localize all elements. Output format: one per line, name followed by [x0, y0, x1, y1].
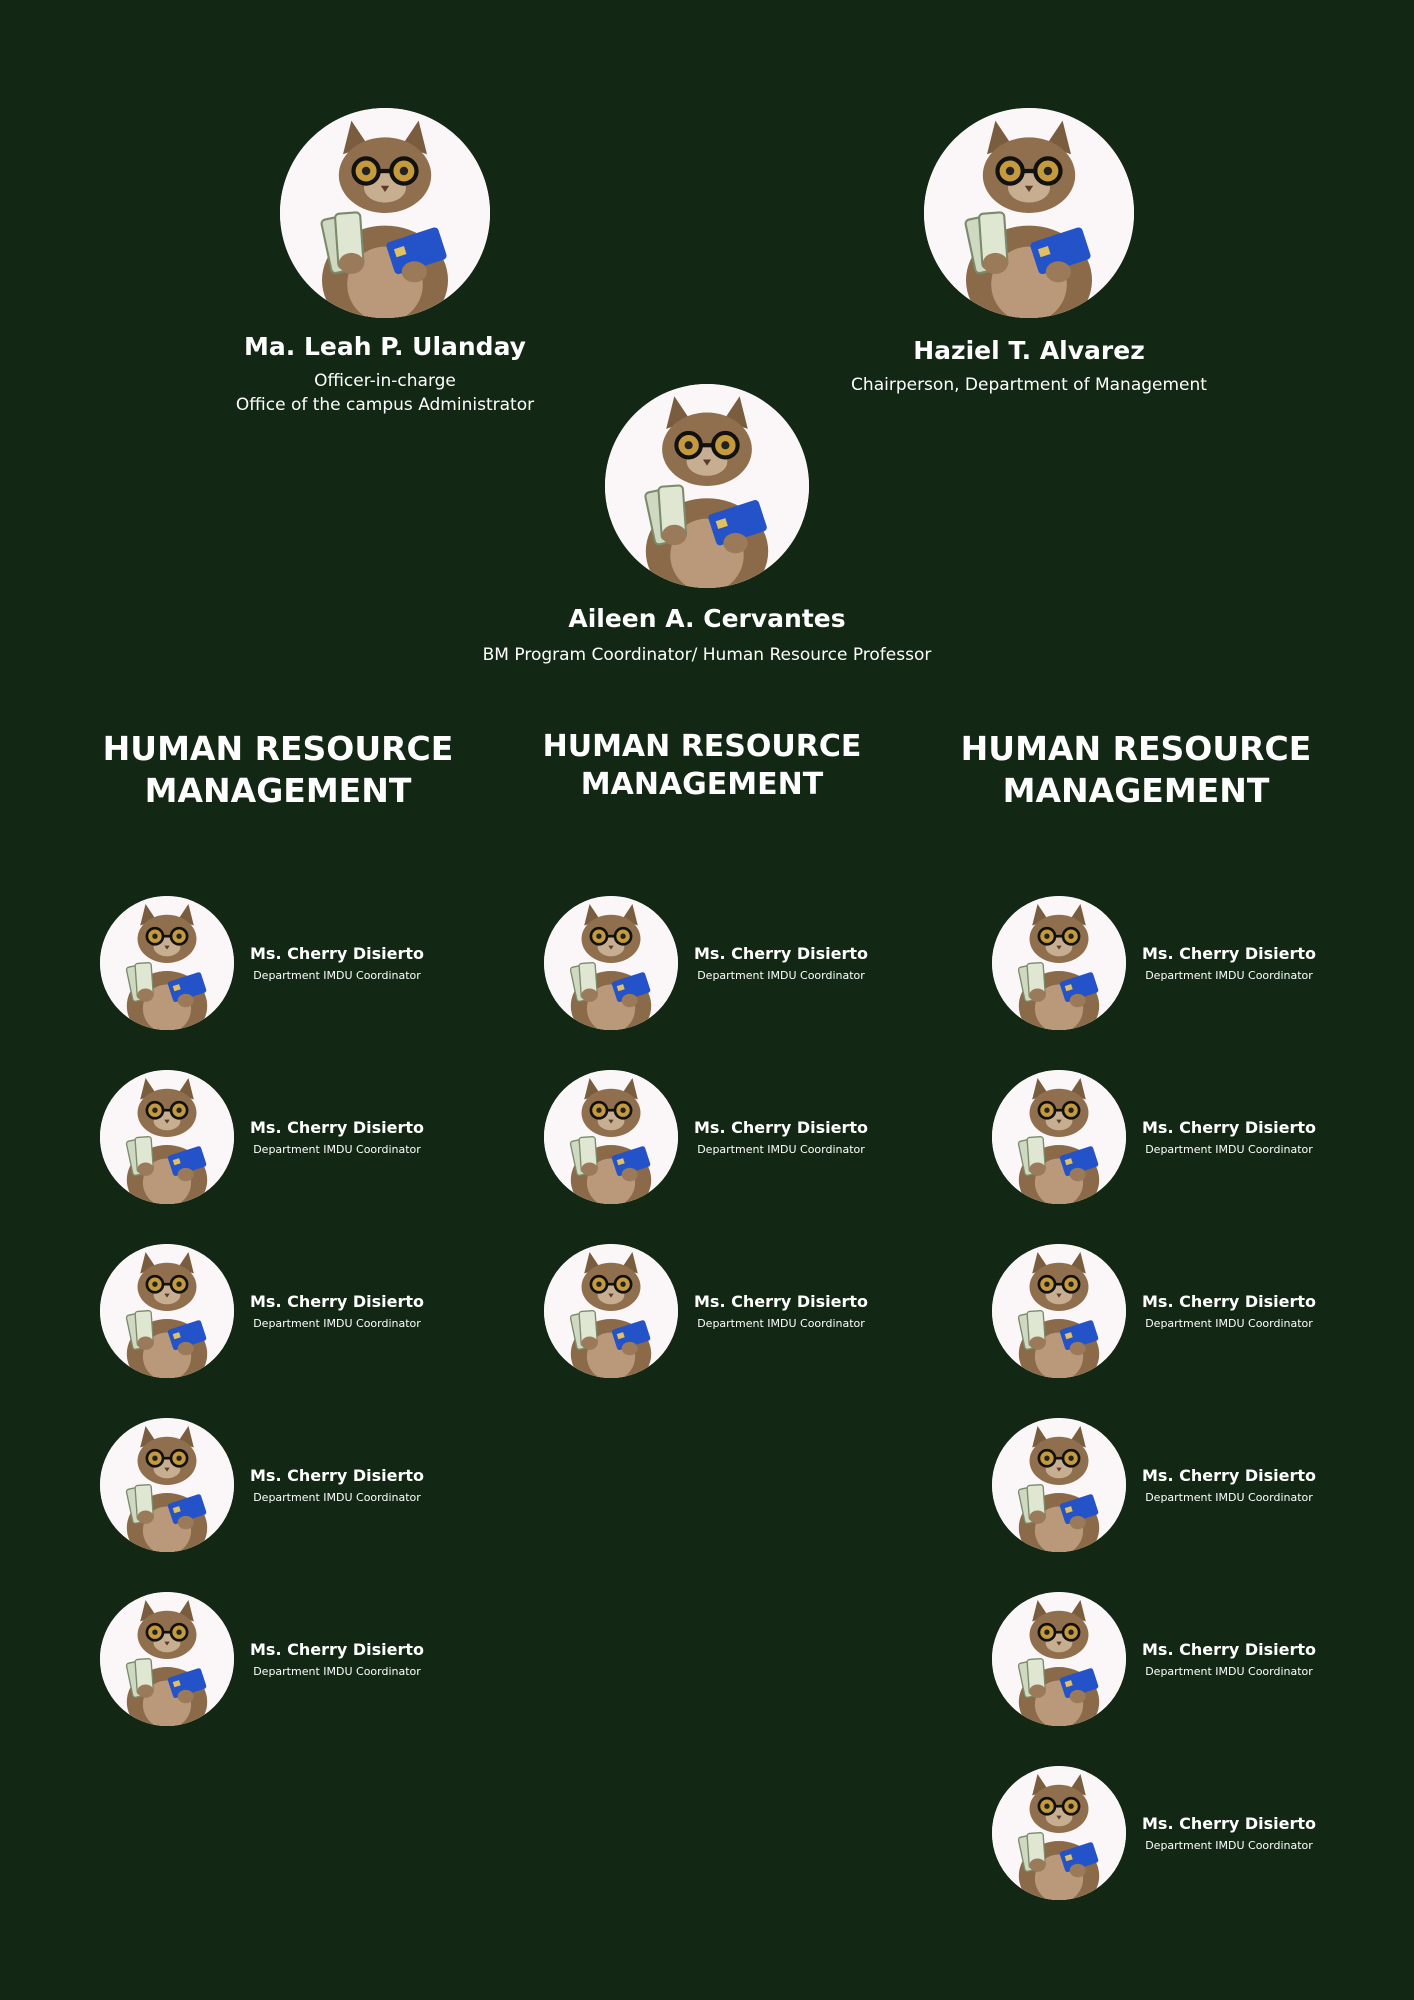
leader-role: BM Program Coordinator/ Human Resource P… — [482, 645, 932, 665]
column-heading-line: MANAGEMENT — [1002, 771, 1270, 810]
cat-avatar-icon — [100, 1418, 234, 1552]
leader-role-line: Office of the campus Administrator — [235, 395, 535, 415]
cat-avatar-icon — [100, 1070, 234, 1204]
member-role: Department IMDU Coordinator — [1145, 1317, 1313, 1330]
member-name: Ms. Cherry Disierto — [250, 1466, 425, 1485]
member-name: Ms. Cherry Disierto — [250, 944, 425, 963]
cat-avatar-icon — [992, 1766, 1126, 1900]
member-name: Ms. Cherry Disierto — [1142, 1118, 1317, 1137]
member-name: Ms. Cherry Disierto — [250, 1118, 425, 1137]
member-name: Ms. Cherry Disierto — [250, 1640, 425, 1659]
member-name: Ms. Cherry Disierto — [1142, 1814, 1317, 1833]
member-name: Ms. Cherry Disierto — [1142, 1466, 1317, 1485]
department-column: HUMAN RESOURCE MANAGEMENT Ms. Cherry Dis… — [58, 728, 498, 1726]
member-role: Department IMDU Coordinator — [697, 969, 865, 982]
cat-avatar-icon — [992, 1070, 1126, 1204]
cat-avatar-icon — [280, 108, 490, 318]
leader-role: Officer-in-charge Office of the campus A… — [234, 369, 536, 417]
column-heading-line: HUMAN RESOURCE — [542, 729, 862, 764]
member-role: Department IMDU Coordinator — [1145, 1143, 1313, 1156]
member-name: Ms. Cherry Disierto — [694, 1292, 869, 1311]
member-role: Department IMDU Coordinator — [1145, 969, 1313, 982]
member-role: Department IMDU Coordinator — [253, 1317, 421, 1330]
member-name: Ms. Cherry Disierto — [1142, 1292, 1317, 1311]
cat-avatar-icon — [605, 384, 809, 588]
cat-avatar-icon — [992, 1418, 1126, 1552]
leader-card-ulanday: Ma. Leah P. Ulanday Officer-in-charge Of… — [234, 108, 536, 417]
member-name: Ms. Cherry Disierto — [1142, 1640, 1317, 1659]
cat-avatar-icon — [992, 1592, 1126, 1726]
leader-name: Ma. Leah P. Ulanday — [244, 332, 526, 361]
column-heading: HUMAN RESOURCE MANAGEMENT — [916, 728, 1356, 878]
member-name: Ms. Cherry Disierto — [1142, 944, 1317, 963]
cat-avatar-icon — [544, 896, 678, 1030]
member-role: Department IMDU Coordinator — [1145, 1491, 1313, 1504]
column-heading-line: MANAGEMENT — [580, 767, 824, 802]
column-heading-line: HUMAN RESOURCE — [102, 729, 454, 768]
member-name: Ms. Cherry Disierto — [694, 944, 869, 963]
member-name: Ms. Cherry Disierto — [694, 1118, 869, 1137]
leader-role: Chairperson, Department of Management — [851, 375, 1207, 395]
leader-role-line: Officer-in-charge — [314, 371, 456, 391]
cat-avatar-icon — [100, 1592, 234, 1726]
cat-avatar-icon — [992, 1244, 1126, 1378]
member-role: Department IMDU Coordinator — [253, 969, 421, 982]
member-role: Department IMDU Coordinator — [253, 1491, 421, 1504]
cat-avatar-icon — [100, 896, 234, 1030]
cat-avatar-icon — [544, 1244, 678, 1378]
member-role: Department IMDU Coordinator — [1145, 1839, 1313, 1852]
department-column: HUMAN RESOURCE MANAGEMENT Ms. Cherry Dis… — [916, 728, 1356, 1900]
column-heading-line: HUMAN RESOURCE — [960, 729, 1312, 768]
cat-avatar-icon — [100, 1244, 234, 1378]
leader-card-cervantes: Aileen A. Cervantes BM Program Coordinat… — [472, 384, 942, 667]
member-role: Department IMDU Coordinator — [697, 1143, 865, 1156]
leader-name: Haziel T. Alvarez — [913, 336, 1145, 365]
department-column: HUMAN RESOURCE MANAGEMENT Ms. Cherry Dis… — [482, 728, 922, 1378]
leader-name: Aileen A. Cervantes — [568, 604, 846, 633]
member-role: Department IMDU Coordinator — [253, 1143, 421, 1156]
member-role: Department IMDU Coordinator — [1145, 1665, 1313, 1678]
cat-avatar-icon — [924, 108, 1134, 318]
cat-avatar-icon — [544, 1070, 678, 1204]
column-heading: HUMAN RESOURCE MANAGEMENT — [482, 728, 922, 878]
column-heading-line: MANAGEMENT — [144, 771, 412, 810]
member-role: Department IMDU Coordinator — [253, 1665, 421, 1678]
column-heading: HUMAN RESOURCE MANAGEMENT — [58, 728, 498, 878]
cat-avatar-icon — [992, 896, 1126, 1030]
member-name: Ms. Cherry Disierto — [250, 1292, 425, 1311]
leader-card-alvarez: Haziel T. Alvarez Chairperson, Departmen… — [838, 108, 1220, 397]
member-role: Department IMDU Coordinator — [697, 1317, 865, 1330]
